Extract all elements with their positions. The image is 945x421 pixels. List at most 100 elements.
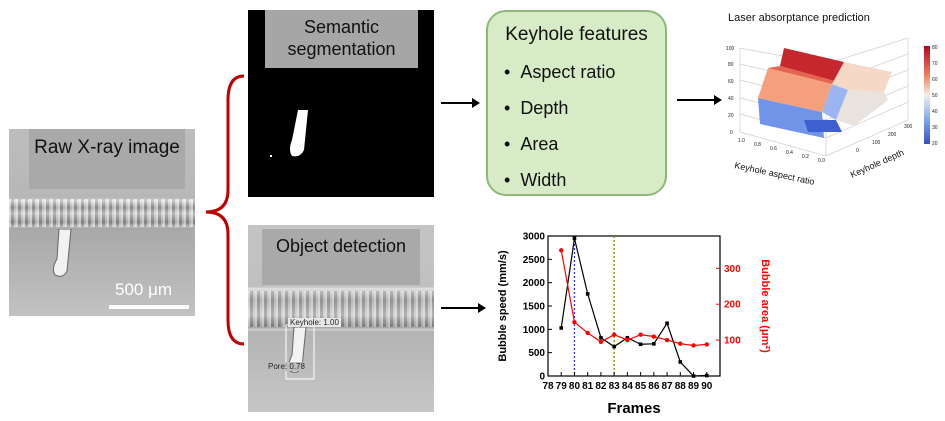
y-tick-label: 0 [539, 372, 545, 383]
detection-image: Object detection Keyhole: 1.00 Pore: 0.7… [248, 225, 434, 412]
scale-bar-label: 500 μm [115, 280, 173, 299]
svg-text:80: 80 [932, 45, 938, 51]
svg-text:0: 0 [730, 130, 733, 136]
feature-item: • Area [504, 134, 559, 154]
y-tick-label: 100 [724, 336, 741, 347]
data-point [598, 339, 604, 345]
svg-text:30: 30 [932, 125, 938, 131]
data-point [651, 334, 657, 339]
data-point [585, 330, 590, 336]
plot3d-xlabel: Keyhole aspect ratio [734, 160, 816, 187]
x-tick-label: 80 [569, 381, 581, 392]
y-tick-label: 3000 [523, 232, 546, 243]
chart-xlabel: Frames [607, 400, 660, 417]
svg-text:0: 0 [856, 148, 859, 154]
data-point [625, 335, 630, 340]
arrow-seg-to-features [441, 98, 480, 108]
raw-xray-image: Raw X-ray image 500 μm [9, 129, 195, 316]
x-tick-label: 85 [635, 381, 647, 392]
y-tick-label: 2000 [523, 278, 546, 289]
x-tick-label: 90 [701, 381, 713, 392]
svg-text:40: 40 [932, 109, 938, 115]
data-point [585, 292, 590, 296]
keyhole-detection-tag: Keyhole: 1.00 [288, 318, 341, 327]
svg-text:0.4: 0.4 [786, 150, 793, 156]
data-point [599, 335, 603, 340]
data-point [612, 344, 616, 349]
svg-text:100: 100 [872, 140, 881, 146]
colorbar [924, 46, 930, 144]
data-point [638, 332, 643, 337]
svg-text:60: 60 [728, 79, 734, 85]
feature-item: • Width [504, 170, 567, 190]
svg-text:60: 60 [932, 77, 938, 83]
svg-text:40: 40 [728, 96, 734, 102]
x-tick-label: 83 [609, 381, 621, 392]
detected-keyhole [285, 324, 315, 380]
svg-text:20: 20 [728, 113, 734, 119]
plot3d-title: Laser absorptance prediction [728, 12, 870, 24]
arrow-detection-to-chart [441, 303, 486, 313]
chart-ylabel-left: Bubble speed (mm/s) [497, 250, 509, 362]
segmentation-image: Semantic segmentation [248, 10, 434, 197]
detection-label: Object detection [275, 236, 407, 256]
feature-item: • Aspect ratio [504, 62, 616, 82]
y-tick-label: 2500 [523, 255, 546, 266]
series-line [560, 250, 707, 347]
y-tick-label: 200 [724, 300, 741, 311]
arrow-features-to-plot [677, 95, 722, 105]
absorptance-3d-plot: 80 70 60 50 40 30 20 0 20 40 60 80 100 1… [726, 37, 938, 187]
data-point [652, 342, 656, 346]
x-tick-label: 78 [542, 381, 554, 392]
data-point [704, 342, 709, 347]
data-point [559, 248, 564, 253]
x-tick-label: 89 [688, 381, 700, 392]
scale-bar [109, 305, 189, 309]
svg-text:0.8: 0.8 [754, 142, 761, 148]
svg-text:1.0: 1.0 [738, 138, 745, 144]
x-tick-label: 88 [675, 381, 687, 392]
x-tick-label: 84 [622, 381, 634, 392]
svg-text:0.6: 0.6 [770, 146, 777, 152]
data-point [678, 341, 683, 346]
detection-label-box [262, 229, 420, 285]
keyhole-shape [52, 229, 72, 277]
svg-text:20: 20 [932, 141, 938, 147]
segmentation-label-box [265, 10, 418, 68]
y-ticks: 0 100 200 300 [856, 124, 913, 154]
y-tick-label: 300 [724, 264, 741, 275]
z-ticks: 0 20 40 60 80 100 [726, 46, 735, 136]
keyhole-mask [270, 110, 308, 157]
data-point [664, 337, 670, 343]
absorptance-surface [758, 48, 892, 138]
series-line [560, 238, 707, 377]
data-point [625, 337, 630, 343]
raw-label-box [29, 129, 185, 189]
svg-text:0.2: 0.2 [802, 154, 809, 160]
data-point [638, 342, 643, 347]
data-point [572, 236, 577, 241]
x-tick-label: 79 [556, 381, 568, 392]
svg-text:0.0: 0.0 [818, 158, 825, 164]
x-tick-label: 81 [582, 381, 594, 392]
y-tick-label: 1500 [523, 302, 546, 313]
svg-text:50: 50 [932, 93, 938, 99]
data-point [611, 332, 617, 337]
red-bracket [205, 74, 245, 346]
keyhole-features-box [486, 10, 667, 196]
svg-text:200: 200 [888, 132, 897, 138]
x-tick-label: 86 [648, 381, 660, 392]
colorbar-ticks: 80 70 60 50 40 30 20 [932, 45, 938, 147]
y-tick-label: 500 [528, 348, 545, 359]
chart-ylabel-right: Bubble area (μm²) [759, 259, 771, 353]
pore-detection-tag: Pore: 0.78 [266, 362, 307, 371]
x-ticks: 1.0 0.8 0.6 0.4 0.2 0.0 [738, 138, 825, 164]
x-tick-label: 87 [662, 381, 674, 392]
data-point [559, 326, 564, 330]
svg-text:80: 80 [728, 62, 734, 68]
svg-text:100: 100 [726, 46, 735, 52]
svg-text:300: 300 [904, 124, 913, 130]
data-point [691, 343, 696, 348]
